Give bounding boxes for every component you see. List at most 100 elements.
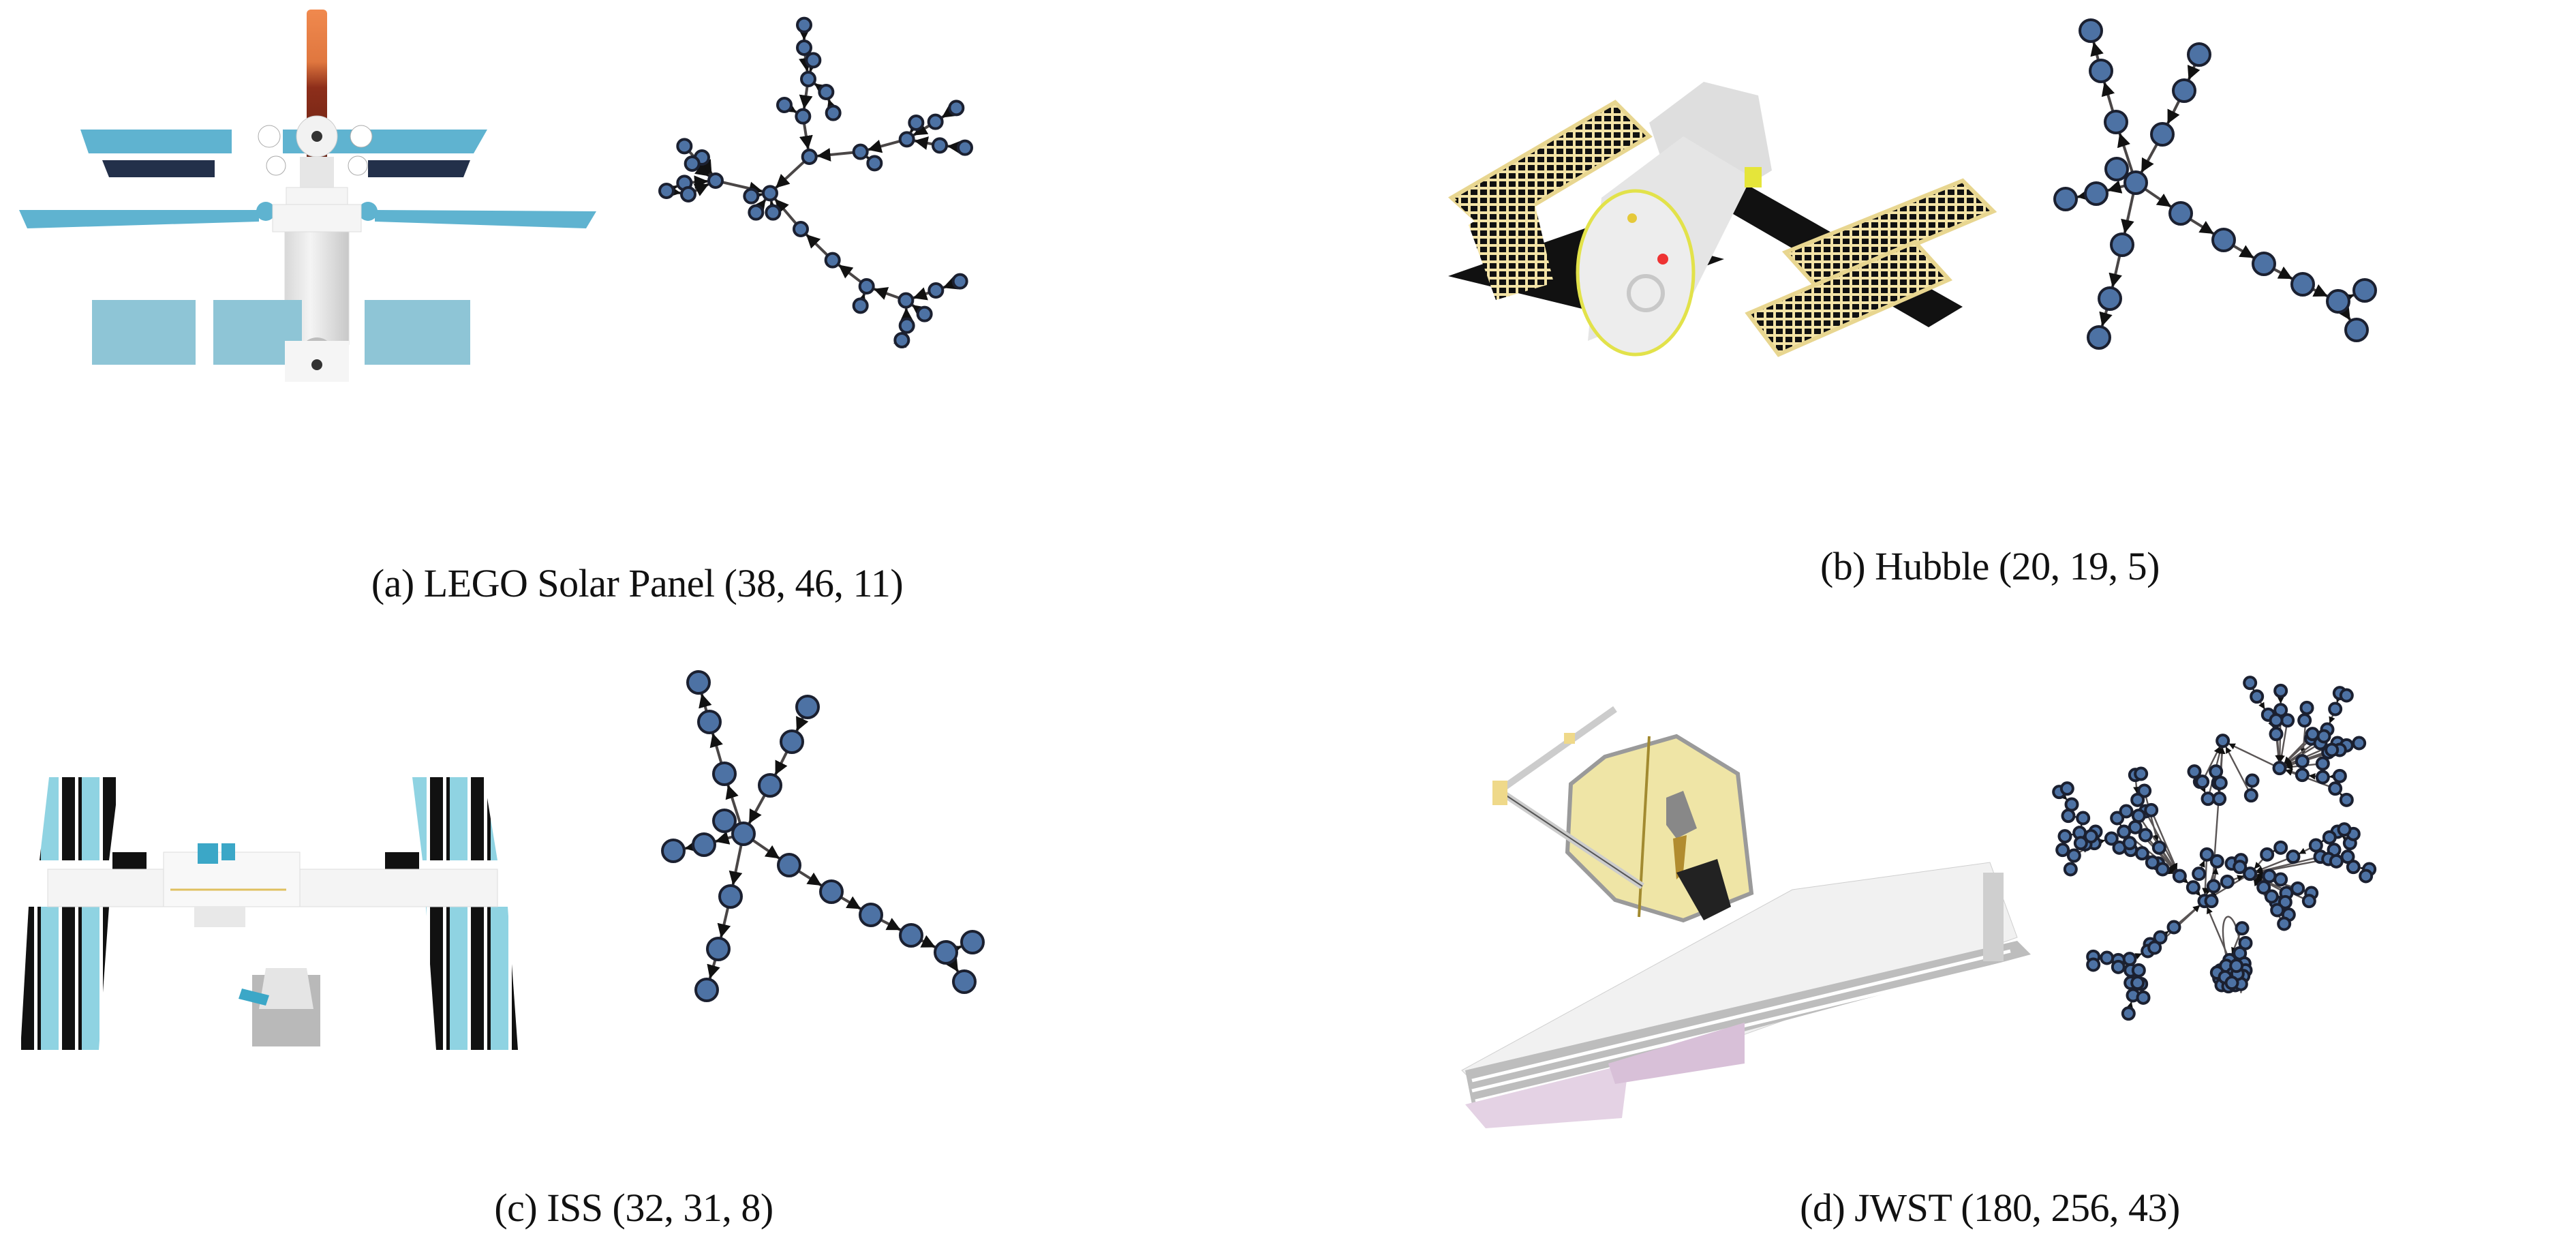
graph-node (818, 84, 835, 100)
graph-node (2233, 860, 2248, 875)
graph-edge (816, 148, 854, 162)
graph-node (706, 937, 731, 961)
graph-iss (661, 670, 985, 1002)
graph-edge (2204, 746, 2221, 777)
graph-node (898, 131, 915, 148)
hubble-illustration (1447, 82, 1997, 357)
graph-node (2262, 869, 2277, 884)
graph-node (2110, 811, 2125, 826)
graph-node (2172, 869, 2187, 884)
graph-node (776, 97, 793, 113)
graph-node (758, 773, 782, 798)
graph-edge (2298, 847, 2312, 855)
graph-node (2168, 201, 2193, 226)
graph-node (852, 143, 869, 160)
graph-node (2128, 819, 2143, 834)
graph-node (743, 187, 760, 205)
graph-node (932, 137, 948, 154)
graph-node (916, 305, 933, 322)
graph-node (2131, 809, 2146, 824)
graph-node (2100, 950, 2115, 965)
graph-node (2064, 797, 2079, 812)
graph-edge (942, 276, 958, 290)
graph-edge (2106, 180, 2126, 194)
graph-hubble (2053, 18, 2377, 350)
graph-node (2192, 866, 2207, 881)
graph-node (898, 317, 915, 334)
graph-node (2122, 952, 2137, 967)
graph-edge (2121, 193, 2135, 234)
graph-node (858, 278, 875, 295)
graph-edge (2312, 284, 2329, 298)
graph-node (748, 204, 765, 221)
graph-node (2235, 921, 2250, 936)
graph-node (2352, 736, 2367, 751)
graph-edge (799, 85, 813, 110)
graph-edge (2254, 858, 2264, 870)
graph-node (948, 100, 965, 117)
graph-node (2104, 110, 2128, 134)
graph-node (658, 183, 675, 199)
graph-node (697, 710, 722, 734)
graph-node (2273, 683, 2288, 698)
graph-edge (691, 175, 709, 190)
graph-edge (913, 122, 931, 137)
graph-jwst (2052, 676, 2377, 1021)
graph-node (2134, 846, 2149, 861)
graph-node (2079, 18, 2103, 43)
graph-node (2256, 880, 2271, 895)
graph-node (2212, 792, 2227, 807)
graph-node (2151, 840, 2166, 855)
graph-edge (797, 869, 823, 887)
graph-node (661, 839, 686, 863)
graph-node (2215, 734, 2230, 749)
graph-edge (911, 303, 927, 319)
graph-node (2315, 770, 2330, 785)
graph-node (957, 139, 973, 156)
graph-node (780, 729, 804, 754)
graph-node (952, 969, 977, 994)
graph-node (2119, 804, 2134, 819)
graph-edge (2140, 143, 2159, 174)
graph-node (2172, 78, 2196, 103)
graph-node (2337, 822, 2352, 837)
graph-node (2138, 828, 2153, 843)
graph-node (2229, 959, 2244, 974)
graph-node (2243, 788, 2258, 803)
graph-node (2187, 42, 2211, 67)
graph-node (2344, 318, 2369, 342)
graph-node (796, 40, 812, 56)
graph-node (2297, 713, 2312, 728)
graph-node (825, 104, 842, 121)
graph-edge (2337, 305, 2352, 321)
graph-node (852, 297, 869, 314)
graph-node (2273, 840, 2288, 855)
graph-node (2329, 854, 2344, 869)
graph-node (676, 138, 693, 155)
caption-hubble: (b) Hubble (20, 19, 5) (1820, 544, 2160, 588)
graph-node (2111, 959, 2126, 974)
graph-edge (2228, 742, 2275, 767)
graph-node (2339, 792, 2354, 807)
graph-edge (717, 907, 731, 938)
graph-node (824, 252, 841, 269)
graph-edge (752, 198, 767, 215)
graph-node (707, 172, 724, 189)
graph-edge (795, 716, 809, 732)
graph-edge (2166, 100, 2181, 125)
graph-node (2147, 940, 2162, 955)
graph-node (2290, 272, 2315, 297)
graph-node (2104, 831, 2119, 846)
graph-edge (693, 183, 710, 196)
graph-node (2243, 676, 2258, 691)
graph-node (2206, 879, 2221, 894)
graph-edge (2273, 266, 2293, 280)
graph-edge (838, 263, 862, 284)
graph-node (2145, 855, 2160, 870)
graph-node (2122, 836, 2137, 851)
graph-node (2195, 774, 2210, 789)
graph-node (2269, 727, 2284, 742)
graph-edge (913, 287, 930, 301)
graph-edge (773, 751, 788, 776)
